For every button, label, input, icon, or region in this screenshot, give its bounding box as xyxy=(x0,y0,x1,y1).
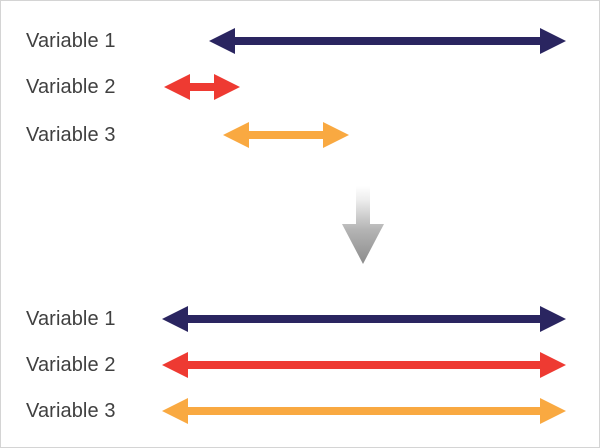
double-arrow-top-1 xyxy=(209,28,566,54)
down-arrow-shape xyxy=(342,186,384,264)
row-label-top-2: Variable 2 xyxy=(26,76,116,98)
row-label-bottom-2: Variable 2 xyxy=(26,354,116,376)
downward-transform-arrow xyxy=(342,186,384,264)
arrow-shape-navy xyxy=(209,28,566,54)
arrow-shape-red xyxy=(162,352,566,378)
double-arrow-top-3 xyxy=(223,122,349,148)
double-arrow-bottom-3 xyxy=(162,398,566,424)
row-label-bottom-3: Variable 3 xyxy=(26,400,116,422)
row-label-top-3: Variable 3 xyxy=(26,124,116,146)
arrow-shape-orange xyxy=(162,398,566,424)
double-arrow-bottom-1 xyxy=(162,306,566,332)
row-label-bottom-1: Variable 1 xyxy=(26,308,116,330)
arrow-shape-orange xyxy=(223,122,349,148)
double-arrow-top-2 xyxy=(164,74,240,100)
row-label-top-1: Variable 1 xyxy=(26,30,116,52)
arrow-shape-red xyxy=(164,74,240,100)
arrow-shape-navy xyxy=(162,306,566,332)
double-arrow-bottom-2 xyxy=(162,352,566,378)
